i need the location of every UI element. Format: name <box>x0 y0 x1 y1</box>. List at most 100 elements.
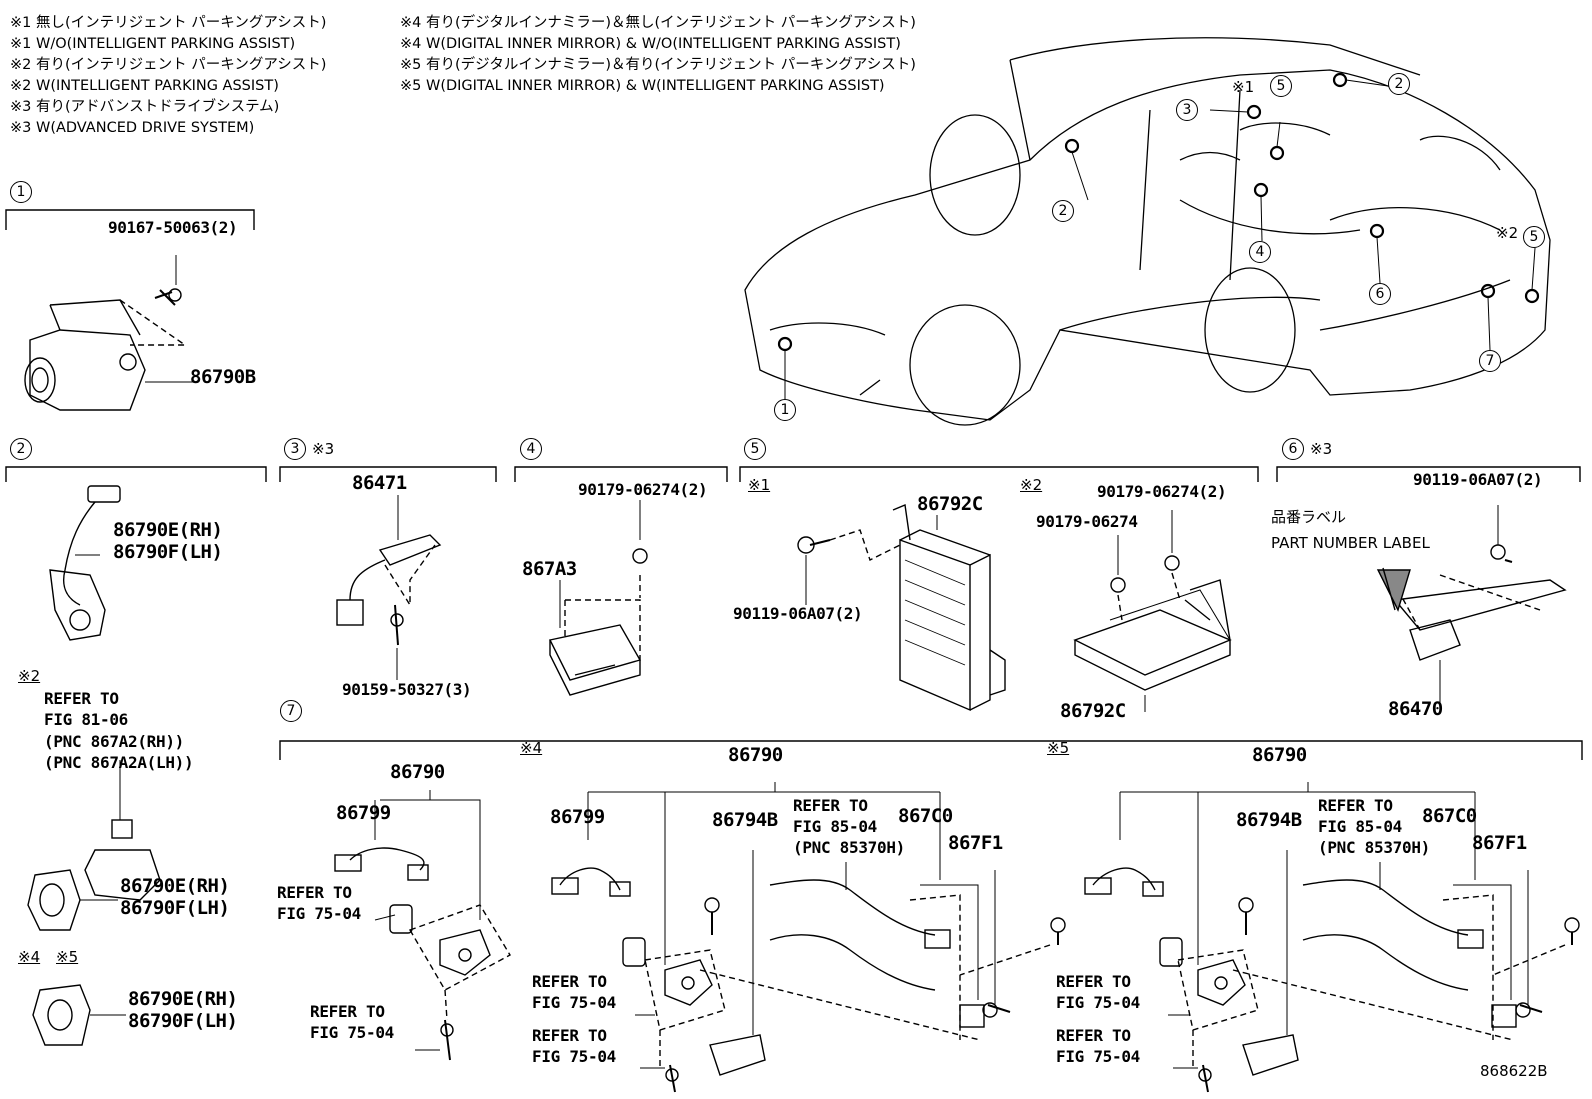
s5-nut1-label[interactable]: 90179-06274 <box>1036 512 1138 531</box>
s2-mark-4: ※4 <box>18 948 41 966</box>
s7c-refer2-line[interactable]: FIG 75-04 <box>1056 1047 1140 1066</box>
s1-camera-label[interactable]: 86790B <box>190 366 256 388</box>
s2-cam-top-lh[interactable]: 86790F(LH) <box>113 541 223 563</box>
s7c-p1-label[interactable]: 867C0 <box>1422 805 1477 827</box>
vehicle-callout-1[interactable]: 1 <box>774 399 796 421</box>
s7c-refer1-line[interactable]: FIG 75-04 <box>1056 993 1140 1012</box>
s2-refer-line[interactable]: (PNC 867A2A(LH)) <box>44 753 194 772</box>
s2-refer-line[interactable]: (PNC 867A2(RH)) <box>44 732 184 751</box>
s2-mark-2: ※2 <box>18 667 41 685</box>
vehicle-mark-1: ※1 <box>1232 78 1255 96</box>
vehicle-callout-6[interactable]: 6 <box>1369 283 1391 305</box>
s3-part-label[interactable]: 86471 <box>352 472 407 494</box>
s5-mark-2: ※2 <box>1020 476 1043 494</box>
section-1-callout[interactable]: 1 <box>10 181 32 203</box>
s7a-refer2-line[interactable]: FIG 75-04 <box>310 1023 394 1042</box>
s3-screw-label[interactable]: 90159-50327(3) <box>342 680 472 699</box>
s7a-refer2-line[interactable]: REFER TO <box>310 1002 385 1021</box>
s7b-p1-label[interactable]: 867C0 <box>898 805 953 827</box>
s3-drawing <box>336 495 442 680</box>
s7c-mark-5: ※5 <box>1047 739 1070 757</box>
s7b-refer2-line[interactable]: REFER TO <box>532 1026 607 1045</box>
s7b-refer-line[interactable]: FIG 85-04 <box>793 817 877 836</box>
s6-label-jp: 品番ラベル <box>1271 508 1347 526</box>
s2-refer-line[interactable]: FIG 81-06 <box>44 710 128 729</box>
s5-drawing <box>797 504 1232 712</box>
s1-drawing <box>24 255 195 411</box>
section-5-callout[interactable]: 5 <box>744 438 766 460</box>
vehicle-callout-5[interactable]: 5 <box>1523 226 1545 248</box>
vehicle-callout-5[interactable]: 5 <box>1270 75 1292 97</box>
section-4-callout[interactable]: 4 <box>520 438 542 460</box>
s2-refer-line[interactable]: REFER TO <box>44 689 119 708</box>
s7c-drawing <box>1084 782 1580 1093</box>
vehicle-sensor-markers <box>777 72 1540 352</box>
s5-nut2-label[interactable]: 90179-06274(2) <box>1097 482 1227 501</box>
section-6-callout[interactable]: 6 <box>1282 438 1304 460</box>
s5-bolt-label[interactable]: 90119-06A07(2) <box>733 604 863 623</box>
s7b-refer-line[interactable]: (PNC 85370H) <box>793 838 905 857</box>
legend-line: ※1 W/O(INTELLIGENT PARKING ASSIST) <box>10 36 296 52</box>
s7c-refer1-line[interactable]: REFER TO <box>1056 972 1131 991</box>
s7a-refer1-line[interactable]: REFER TO <box>277 883 352 902</box>
section-3-callout[interactable]: 3 <box>284 438 306 460</box>
vehicle-leaders <box>784 79 1536 399</box>
section-brackets <box>5 209 1583 760</box>
s7a-drawing <box>334 790 511 1061</box>
s7b-refer2-line[interactable]: FIG 75-04 <box>532 1047 616 1066</box>
s7c-refer-line[interactable]: (PNC 85370H) <box>1318 838 1430 857</box>
vehicle-callout-2[interactable]: 2 <box>1388 73 1410 95</box>
s7b-p2-label[interactable]: 867F1 <box>948 832 1003 854</box>
legend-line: ※3 有り(アドバンストドライブシステム) <box>10 99 280 115</box>
s4-nut-label[interactable]: 90179-06274(2) <box>578 480 708 499</box>
s7a-refer1-line[interactable]: FIG 75-04 <box>277 904 361 923</box>
s7c-p2-label[interactable]: 867F1 <box>1472 832 1527 854</box>
legend-line: ※5 有り(デジタルインナミラー)＆有り(インテリジェント パーキングアシスト) <box>400 57 916 73</box>
s6-bolt-label[interactable]: 90119-06A07(2) <box>1413 470 1543 489</box>
s5-mark-1: ※1 <box>748 476 771 494</box>
figure-id: 868622B <box>1480 1062 1548 1080</box>
legend-line: ※2 W(INTELLIGENT PARKING ASSIST) <box>10 78 279 94</box>
section-2-callout[interactable]: 2 <box>10 438 32 460</box>
legend-line: ※3 W(ADVANCED DRIVE SYSTEM) <box>10 120 255 136</box>
section-7-callout[interactable]: 7 <box>280 700 302 722</box>
vehicle-callout-2[interactable]: 2 <box>1052 200 1074 222</box>
legend-line: ※4 有り(デジタルインナミラー)＆無し(インテリジェント パーキングアシスト) <box>400 15 916 31</box>
s6-part-label[interactable]: 86470 <box>1388 698 1443 720</box>
s6-drawing <box>1376 505 1567 705</box>
section-6-mark: ※3 <box>1310 440 1333 458</box>
s7c-bracket-label[interactable]: 86794B <box>1236 809 1302 831</box>
s7b-refer-line[interactable]: REFER TO <box>793 796 868 815</box>
s2-cam-top-rh[interactable]: 86790E(RH) <box>113 519 223 541</box>
s7b-assy-label[interactable]: 86790 <box>728 744 783 766</box>
s7c-refer2-line[interactable]: REFER TO <box>1056 1026 1131 1045</box>
s7a-assy-label[interactable]: 86790 <box>390 761 445 783</box>
s6-label-en: PART NUMBER LABEL <box>1271 534 1430 552</box>
vehicle-callout-7[interactable]: 7 <box>1479 350 1501 372</box>
s2-cam-mid-lh[interactable]: 86790F(LH) <box>120 897 230 919</box>
s2-cam-bot-lh[interactable]: 86790F(LH) <box>128 1010 238 1032</box>
s1-bolt-label[interactable]: 90167-50063(2) <box>108 218 238 237</box>
s7b-bracket-label[interactable]: 86794B <box>712 809 778 831</box>
legend-line: ※2 有り(インテリジェント パーキングアシスト) <box>10 57 327 73</box>
s2-cam-bot-rh[interactable]: 86790E(RH) <box>128 988 238 1010</box>
s7b-mark-4: ※4 <box>520 739 543 757</box>
vehicle-overview <box>744 37 1551 426</box>
legend-line: ※1 無し(インテリジェント パーキングアシスト) <box>10 15 327 31</box>
s2-mark-5: ※5 <box>56 948 79 966</box>
s2-cam-mid-rh[interactable]: 86790E(RH) <box>120 875 230 897</box>
s4-ecu-label[interactable]: 867A3 <box>522 558 577 580</box>
s2-drawing <box>27 485 161 1046</box>
s7b-harness-label[interactable]: 86799 <box>550 806 605 828</box>
vehicle-callout-3[interactable]: 3 <box>1176 99 1198 121</box>
s5-ecu2-label[interactable]: 86792C <box>1060 700 1126 722</box>
s7c-refer-line[interactable]: FIG 85-04 <box>1318 817 1402 836</box>
s7a-harness-label[interactable]: 86799 <box>336 802 391 824</box>
vehicle-callout-4[interactable]: 4 <box>1249 241 1271 263</box>
s7b-refer1-line[interactable]: FIG 75-04 <box>532 993 616 1012</box>
s7c-assy-label[interactable]: 86790 <box>1252 744 1307 766</box>
s7c-refer-line[interactable]: REFER TO <box>1318 796 1393 815</box>
s7b-refer1-line[interactable]: REFER TO <box>532 972 607 991</box>
s5-ecu1-label[interactable]: 86792C <box>917 493 983 515</box>
